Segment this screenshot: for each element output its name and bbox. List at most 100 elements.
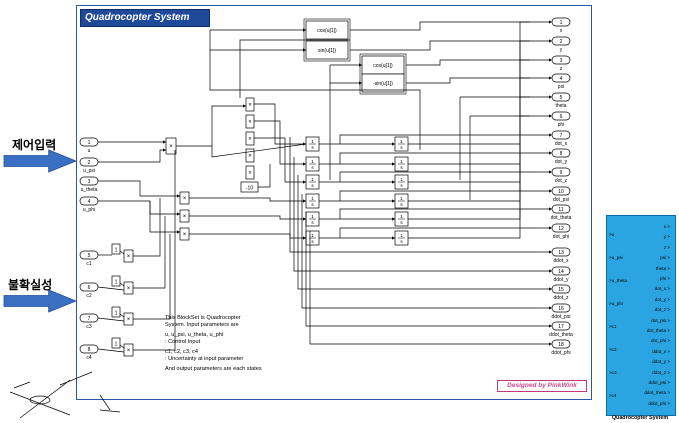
inport-number: 7	[88, 316, 91, 322]
outport-name: dot_y	[555, 159, 568, 165]
subsystem-output-phi: phi >	[659, 276, 670, 281]
outport-number: 11	[558, 207, 563, 213]
outport-name: ddot_theta	[549, 332, 573, 338]
product-c3-symbol: ×	[127, 317, 131, 323]
signal-line	[119, 313, 125, 318]
outport-arrow	[549, 39, 552, 43]
constant-value: 1	[115, 280, 118, 286]
constant-block[interactable]	[111, 306, 121, 318]
constant-block[interactable]	[111, 275, 121, 287]
arrowhead	[177, 230, 180, 234]
integrator-num: 1	[311, 139, 314, 144]
outport-name: dot_theta	[551, 215, 572, 221]
integrator-den: s	[311, 145, 314, 150]
signal-line	[406, 59, 530, 66]
outport-arrow	[549, 269, 552, 273]
description-line: c1, c2, c3, c4 : Uncertainty at input pa…	[165, 349, 244, 362]
product-column-symbol: ×	[248, 171, 252, 177]
outport-arrow	[549, 250, 552, 254]
inport-name: u_psi	[83, 168, 95, 174]
subsystem-output-theta: theta >	[655, 265, 670, 271]
signal-line	[350, 40, 530, 51]
product-column[interactable]	[245, 131, 255, 146]
arrowhead	[303, 162, 306, 166]
product-column[interactable]	[245, 97, 255, 112]
credit-label: Designed by PinkWink	[497, 380, 587, 392]
gain-value: -10	[246, 186, 253, 192]
inport-number: 1	[88, 140, 91, 146]
signal-line	[350, 21, 530, 31]
outport-name: y	[560, 47, 563, 53]
outport-arrow	[549, 58, 552, 62]
signal-line	[119, 250, 125, 255]
outport-number: 7	[560, 133, 563, 139]
outport-name: dot_z	[555, 178, 568, 184]
subsystem-input-c4: >c4	[609, 393, 617, 398]
subsystem-input-u_psi: >u_psi	[609, 255, 623, 260]
outport-name: ddot_phi	[551, 350, 570, 356]
outport-arrow	[549, 20, 552, 24]
model-canvas	[76, 5, 592, 400]
product-column[interactable]	[245, 114, 255, 129]
subsystem-output-ddot_y: ddot_y >	[652, 359, 670, 365]
constant-value: 1	[115, 248, 118, 254]
arrowhead	[359, 81, 362, 85]
product-column[interactable]	[245, 165, 255, 180]
arrowhead	[303, 142, 306, 146]
arrowhead	[177, 194, 180, 198]
outport-number: 3	[560, 58, 563, 64]
integrator-den: s	[400, 165, 403, 170]
product-column[interactable]	[245, 148, 255, 163]
signal-line	[189, 233, 306, 239]
integrator-num: 1	[400, 159, 403, 164]
integrator-den: s	[311, 183, 314, 188]
outport-number: 8	[560, 151, 563, 157]
signal-line	[339, 190, 530, 201]
constant-value: 1	[115, 311, 118, 317]
quad-rotor	[13, 381, 31, 389]
integrator-num: 1	[400, 177, 403, 182]
integrator-num: 1	[400, 139, 403, 144]
outport-name: dot_psi	[553, 197, 569, 203]
signal-line	[211, 143, 307, 158]
subsystem-input-u_phi: >u_phi	[609, 301, 623, 306]
signal-line	[408, 115, 530, 239]
signal-line	[339, 152, 530, 164]
outport-name: dot_phi	[553, 234, 569, 240]
integrator-den: s	[400, 145, 403, 150]
description-line: This BlockSet is Quadrocopter System. In…	[165, 315, 241, 328]
outport-arrow	[549, 189, 552, 193]
inport-name: c3	[86, 324, 92, 330]
signal-line	[98, 180, 180, 197]
outport-arrow	[549, 306, 552, 310]
constant-block[interactable]	[111, 337, 121, 349]
constant-block[interactable]	[111, 243, 121, 255]
quad-arm	[19, 379, 71, 419]
signal-line	[339, 227, 530, 238]
signal-line	[209, 30, 421, 150]
outport-name: ddot_z	[553, 295, 569, 301]
outport-number: 9	[560, 170, 563, 176]
inport-name: u	[88, 148, 91, 154]
outport-number: 17	[558, 324, 564, 330]
subsystem-output-ddot_phi: ddot_phi >	[648, 400, 670, 406]
subsystem-output-dot_y: dot_y >	[654, 296, 670, 302]
inport-name: u_phi	[83, 207, 95, 213]
signal-line	[239, 39, 350, 98]
subsystem-input-c3: >c3	[609, 370, 617, 375]
model-title-banner: Quadrocopter System	[80, 9, 210, 27]
outport-arrow	[549, 342, 552, 346]
outport-arrow	[549, 207, 552, 211]
signal-line	[301, 194, 530, 309]
signal-line	[309, 231, 530, 345]
integrator-num: 1	[311, 196, 314, 201]
signal-line	[339, 208, 530, 219]
inport-name: c1	[86, 261, 92, 267]
arrowhead	[163, 148, 166, 152]
subsystem-output-ddot_psi: ddot_psi >	[648, 380, 670, 385]
inport-number: 3	[88, 179, 91, 185]
inport-number: 6	[88, 285, 91, 291]
subsystem-input-c1: >c1	[609, 324, 617, 329]
signal-line	[408, 77, 530, 202]
